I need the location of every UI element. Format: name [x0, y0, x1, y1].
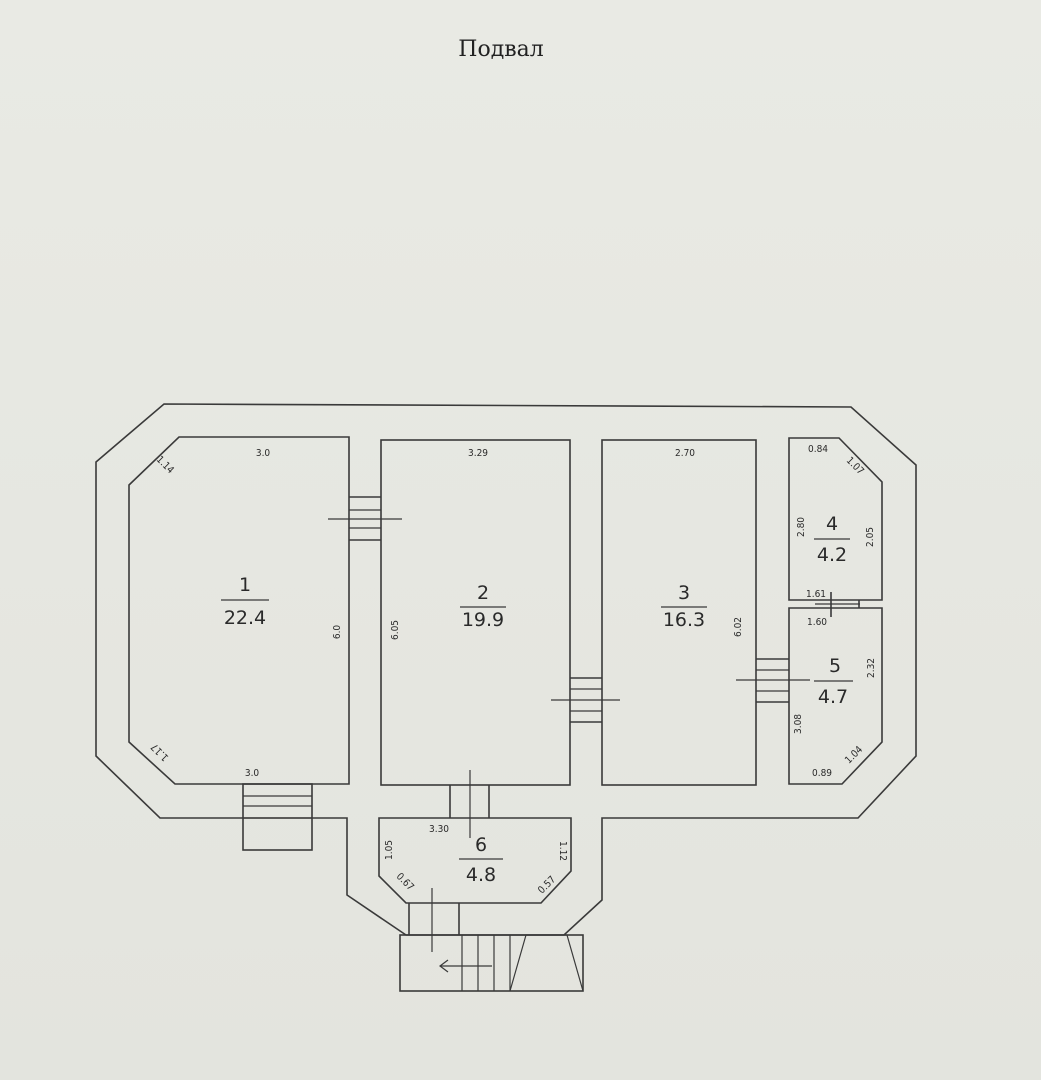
- room-2-area: 19.9: [462, 609, 504, 631]
- room-4-dim-chamfer: 1.07: [844, 455, 866, 477]
- room-1-dim-bottom: 3.0: [245, 768, 260, 779]
- plan-title: Подвал: [458, 37, 543, 62]
- room-6-dim-left: 1.05: [384, 840, 395, 860]
- room-6-number: 6: [475, 834, 487, 856]
- room-2-number: 2: [477, 582, 489, 604]
- room-6: 6 4.8 3.30 1.05 1.12 0.67 0.57: [378, 817, 572, 904]
- room-5: 1.61 1.60 5 4.7 3.08 2.32 0.89 1.04: [788, 589, 883, 785]
- room-4-number: 4: [826, 513, 838, 535]
- room-5-area: 4.7: [818, 686, 848, 708]
- room-5-number: 5: [829, 655, 841, 677]
- room-6-dim-right: 1.12: [557, 841, 568, 861]
- door-1-2: [328, 496, 402, 541]
- room-5-dim-bottom: 0.89: [812, 768, 832, 779]
- room-6-area: 4.8: [466, 864, 496, 886]
- room-5-dim-left: 3.08: [793, 714, 804, 734]
- room-6-dim-chamfer-left: 0.67: [394, 871, 416, 893]
- room-5-dim-top: 1.60: [807, 617, 827, 628]
- room-4: 4 4.2 0.84 1.07 2.80 2.05: [788, 437, 883, 601]
- room-3-dim-height: 6.02: [733, 617, 744, 637]
- door-2-3: [551, 677, 620, 723]
- room-4-dim-top: 0.84: [808, 444, 828, 455]
- room-5-dim-mid: 1.61: [806, 589, 826, 600]
- room-4-dim-right: 2.05: [865, 527, 876, 547]
- entrance-stairs: [399, 888, 584, 992]
- door-3-5: [736, 658, 810, 703]
- room-3-dim-top: 2.70: [675, 448, 695, 459]
- room-1-dim-height: 6.0: [332, 625, 343, 640]
- room-1-area: 22.4: [224, 607, 266, 629]
- room-6-dim-chamfer-right: 0.57: [536, 874, 558, 896]
- room-2-dim-height: 6.05: [390, 620, 401, 640]
- stair-room-1: [242, 783, 313, 851]
- door-2-6: [449, 770, 490, 838]
- room-4-dim-left: 2.80: [796, 517, 807, 537]
- door-4-5: [815, 592, 860, 617]
- room-1-number: 1: [239, 574, 251, 596]
- room-1-dim-chamfer-bottom: 1.17: [149, 741, 171, 763]
- outer-wall: [95, 403, 917, 936]
- room-1: 1 22.4 3.0 3.0 6.0 1.14 1.17: [128, 436, 350, 785]
- room-2: 2 19.9 3.29 6.05: [380, 439, 571, 786]
- room-1-dim-chamfer-top: 1.14: [154, 454, 176, 476]
- room-1-dim-top: 3.0: [256, 448, 271, 459]
- room-3-area: 16.3: [663, 609, 705, 631]
- room-6-dim-top: 3.30: [429, 824, 449, 835]
- room-5-dim-right: 2.32: [866, 658, 877, 678]
- direction-arrow-icon: [439, 959, 449, 973]
- room-2-dim-top: 3.29: [468, 448, 488, 459]
- room-3-number: 3: [678, 582, 690, 604]
- room-3: 3 16.3 2.70 6.02: [601, 439, 757, 786]
- room-4-area: 4.2: [817, 544, 847, 566]
